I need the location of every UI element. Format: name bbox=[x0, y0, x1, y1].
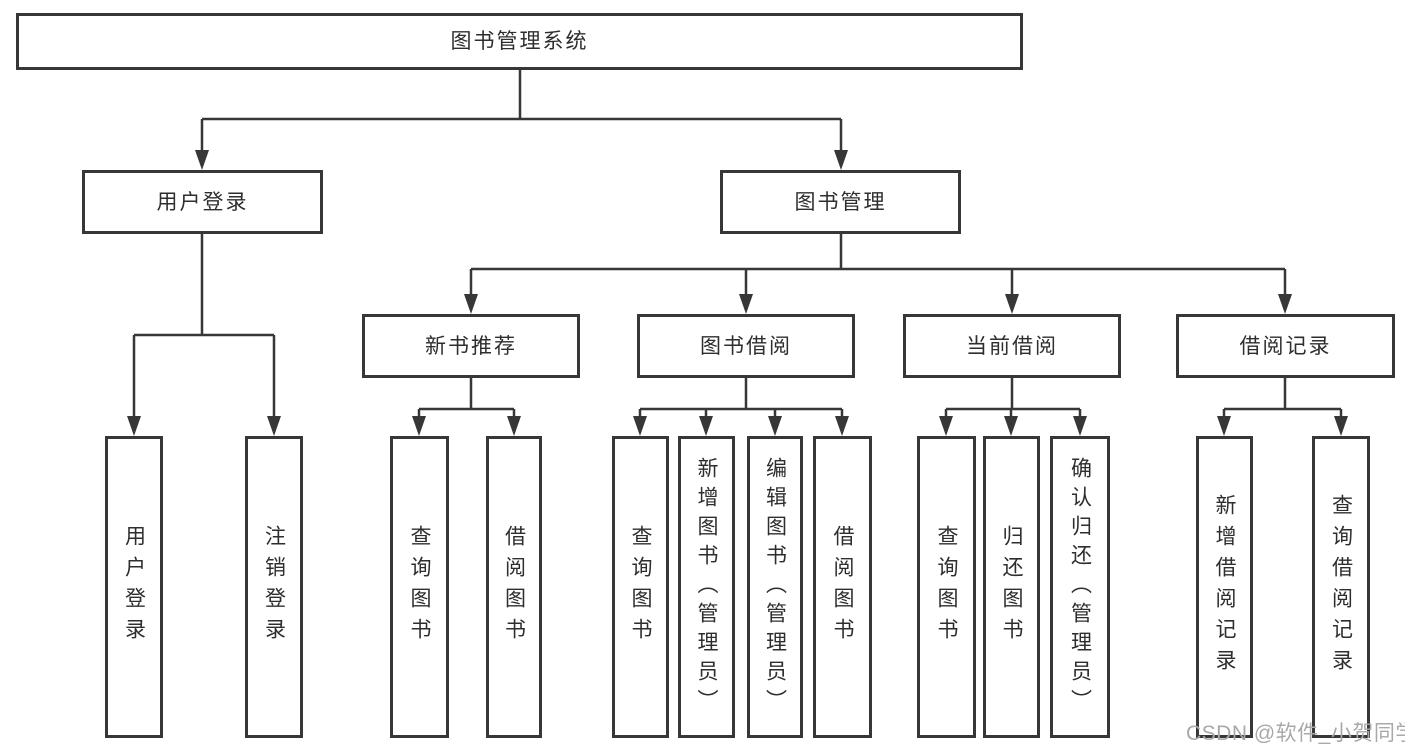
node-label: 图书借阅 bbox=[700, 334, 792, 358]
leaf-add-books-admin: 新增图书（管理员） bbox=[678, 436, 735, 738]
arrowhead bbox=[834, 150, 848, 170]
leaf-user-login: 用户登录 bbox=[105, 436, 163, 738]
arrowhead bbox=[739, 294, 753, 314]
leaf-add-borrow-record: 新增借阅记录 bbox=[1196, 436, 1253, 738]
arrowhead bbox=[768, 416, 782, 436]
node-current-borrow: 当前借阅 bbox=[903, 314, 1121, 378]
leaf-query-books-borrow: 查询图书 bbox=[612, 436, 669, 738]
leaf-label: 查询图书 bbox=[629, 525, 652, 649]
arrowhead bbox=[835, 416, 849, 436]
arrowhead bbox=[1005, 294, 1019, 314]
connector-login-to-leaves bbox=[132, 234, 276, 424]
leaf-label: 归还图书 bbox=[1000, 525, 1023, 649]
leaf-query-borrow-record: 查询借阅记录 bbox=[1312, 436, 1370, 738]
leaf-label: 查询借阅记录 bbox=[1329, 494, 1353, 680]
node-label: 图书管理 bbox=[794, 190, 887, 214]
node-book-borrow: 图书借阅 bbox=[637, 314, 855, 378]
arrowhead bbox=[699, 416, 713, 436]
node-label: 用户登录 bbox=[156, 190, 249, 214]
arrowhead bbox=[507, 416, 521, 436]
arrowhead bbox=[127, 416, 141, 436]
connector-records-to-leaves bbox=[1222, 378, 1343, 424]
arrowhead bbox=[1334, 416, 1348, 436]
arrowhead bbox=[464, 294, 478, 314]
leaf-edit-books-admin: 编辑图书（管理员） bbox=[747, 436, 803, 738]
leaf-label: 用户登录 bbox=[122, 525, 146, 649]
leaf-borrow-books-recommend: 借阅图书 bbox=[486, 436, 542, 738]
connector-root-to-level2 bbox=[200, 70, 843, 158]
leaf-label: 确认归还（管理员） bbox=[1068, 456, 1092, 718]
leaf-label: 注销登录 bbox=[262, 525, 286, 649]
arrowhead bbox=[195, 150, 209, 170]
leaf-label: 查询图书 bbox=[408, 525, 431, 649]
node-label: 图书管理系统 bbox=[450, 30, 589, 53]
arrowheads bbox=[127, 150, 1348, 436]
csdn-watermark: CSDN @软件_小贺同学 bbox=[1186, 722, 1405, 745]
connector-mgmt-to-level3 bbox=[469, 234, 1287, 302]
leaf-borrow-books: 借阅图书 bbox=[813, 436, 872, 738]
node-borrow-records: 借阅记录 bbox=[1176, 314, 1395, 378]
node-new-book-recommend: 新书推荐 bbox=[362, 314, 580, 378]
connector-borrow-to-leaves bbox=[638, 378, 844, 424]
leaf-label: 编辑图书（管理员） bbox=[763, 456, 787, 718]
arrowhead bbox=[1073, 416, 1087, 436]
node-label: 新书推荐 bbox=[425, 334, 517, 358]
connector-recommend-to-leaves bbox=[417, 378, 516, 424]
leaf-query-books-recommend: 查询图书 bbox=[390, 436, 449, 738]
leaf-confirm-return-admin: 确认归还（管理员） bbox=[1050, 436, 1110, 738]
arrowhead bbox=[1004, 416, 1018, 436]
leaf-label: 借阅图书 bbox=[831, 525, 854, 649]
leaf-label: 查询图书 bbox=[935, 525, 958, 649]
leaf-logout: 注销登录 bbox=[245, 436, 303, 738]
arrowhead bbox=[412, 416, 426, 436]
arrowhead bbox=[1278, 294, 1292, 314]
node-label: 当前借阅 bbox=[966, 334, 1058, 358]
arrowhead bbox=[633, 416, 647, 436]
leaf-label: 新增图书（管理员） bbox=[695, 456, 718, 718]
node-label: 借阅记录 bbox=[1239, 334, 1332, 358]
leaf-label: 借阅图书 bbox=[502, 525, 526, 649]
leaf-query-books-current: 查询图书 bbox=[917, 436, 976, 738]
node-user-login: 用户登录 bbox=[82, 170, 323, 234]
arrowhead bbox=[939, 416, 953, 436]
node-book-management: 图书管理 bbox=[720, 170, 961, 234]
arrowhead bbox=[267, 416, 281, 436]
node-root-library-system: 图书管理系统 bbox=[16, 13, 1023, 70]
leaf-label: 新增借阅记录 bbox=[1213, 494, 1236, 680]
leaf-return-books: 归还图书 bbox=[983, 436, 1040, 738]
arrowhead bbox=[1217, 416, 1231, 436]
